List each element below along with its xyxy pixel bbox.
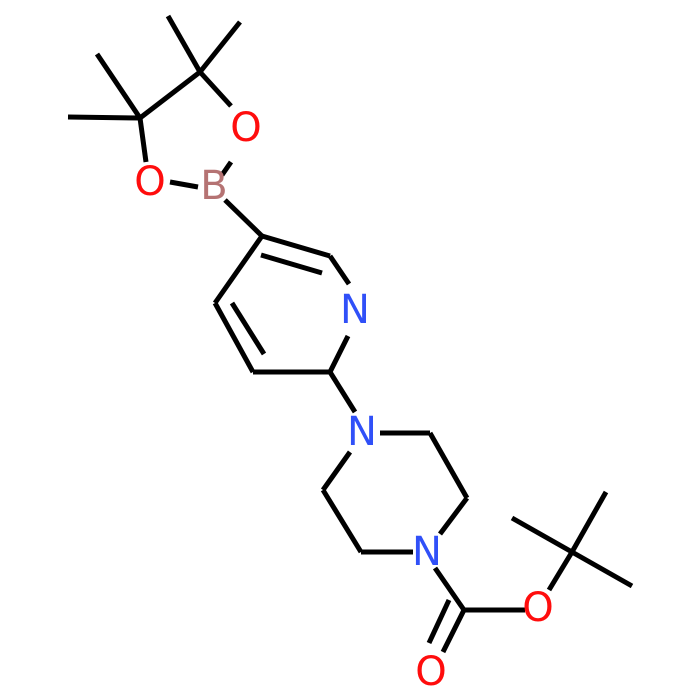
bond-c-c-pinacol <box>138 70 202 120</box>
bond-c-o-carbonyl-a <box>440 608 467 654</box>
bond-pyr-c3-c2-inner <box>260 252 323 276</box>
pyridine-ring <box>212 233 352 375</box>
bond-tbu-methyl-3 <box>570 549 634 589</box>
atom-label-pyridine-nitrogen: N <box>340 287 370 333</box>
bond-o-tbu <box>546 550 575 592</box>
atom-label-ester-oxygen: O <box>522 585 553 631</box>
bond-methyl-4 <box>198 20 242 74</box>
bond-tbu-methyl-2 <box>569 490 609 554</box>
bond-pip-c-c-right <box>427 431 470 500</box>
bond-pyr-c4-c3 <box>212 234 265 305</box>
atom-label-piperazine-nitrogen-upper: N <box>347 409 377 455</box>
bond-pyr-c5-c4-inner <box>229 301 267 356</box>
bond-c-o-carbonyl-b <box>426 598 452 645</box>
bond-methyl-2 <box>94 52 143 120</box>
bond-pyr-n-c6 <box>327 334 351 374</box>
bond-pip-c-n1 <box>320 450 353 492</box>
bond-methyl-3 <box>165 14 203 74</box>
atom-label-piperazine-nitrogen-lower: N <box>412 529 442 575</box>
atom-label-oxygen-upper: O <box>230 105 261 151</box>
atom-label-oxygen-lower: O <box>134 159 165 205</box>
bond-c-o-upper <box>198 70 233 108</box>
piperazine-ring <box>320 430 470 555</box>
bond-o-b-lower <box>169 179 199 190</box>
bond-c-o-lower <box>137 117 149 163</box>
bond-pyr-c5-c4 <box>212 301 256 374</box>
bond-pip-c-n4 <box>438 496 469 536</box>
boc-group <box>426 490 634 654</box>
bond-tbu-methyl-1 <box>510 515 574 555</box>
bond-n-carbonyl <box>432 566 467 612</box>
bond-pip-c-c-left <box>320 488 364 554</box>
atom-label-carbonyl-oxygen: O <box>415 649 446 695</box>
atom-label-boron: B <box>200 163 227 209</box>
bond-b-c-aryl <box>223 198 264 238</box>
bond-pyr-c3-c2 <box>261 233 331 259</box>
pinacol-boronate-group <box>67 14 242 190</box>
bond-pyr-pip <box>327 370 358 414</box>
bond-methyl-1 <box>67 114 141 121</box>
bond-o-b-upper <box>219 160 234 177</box>
bond-pyr-c2-n <box>327 254 352 286</box>
